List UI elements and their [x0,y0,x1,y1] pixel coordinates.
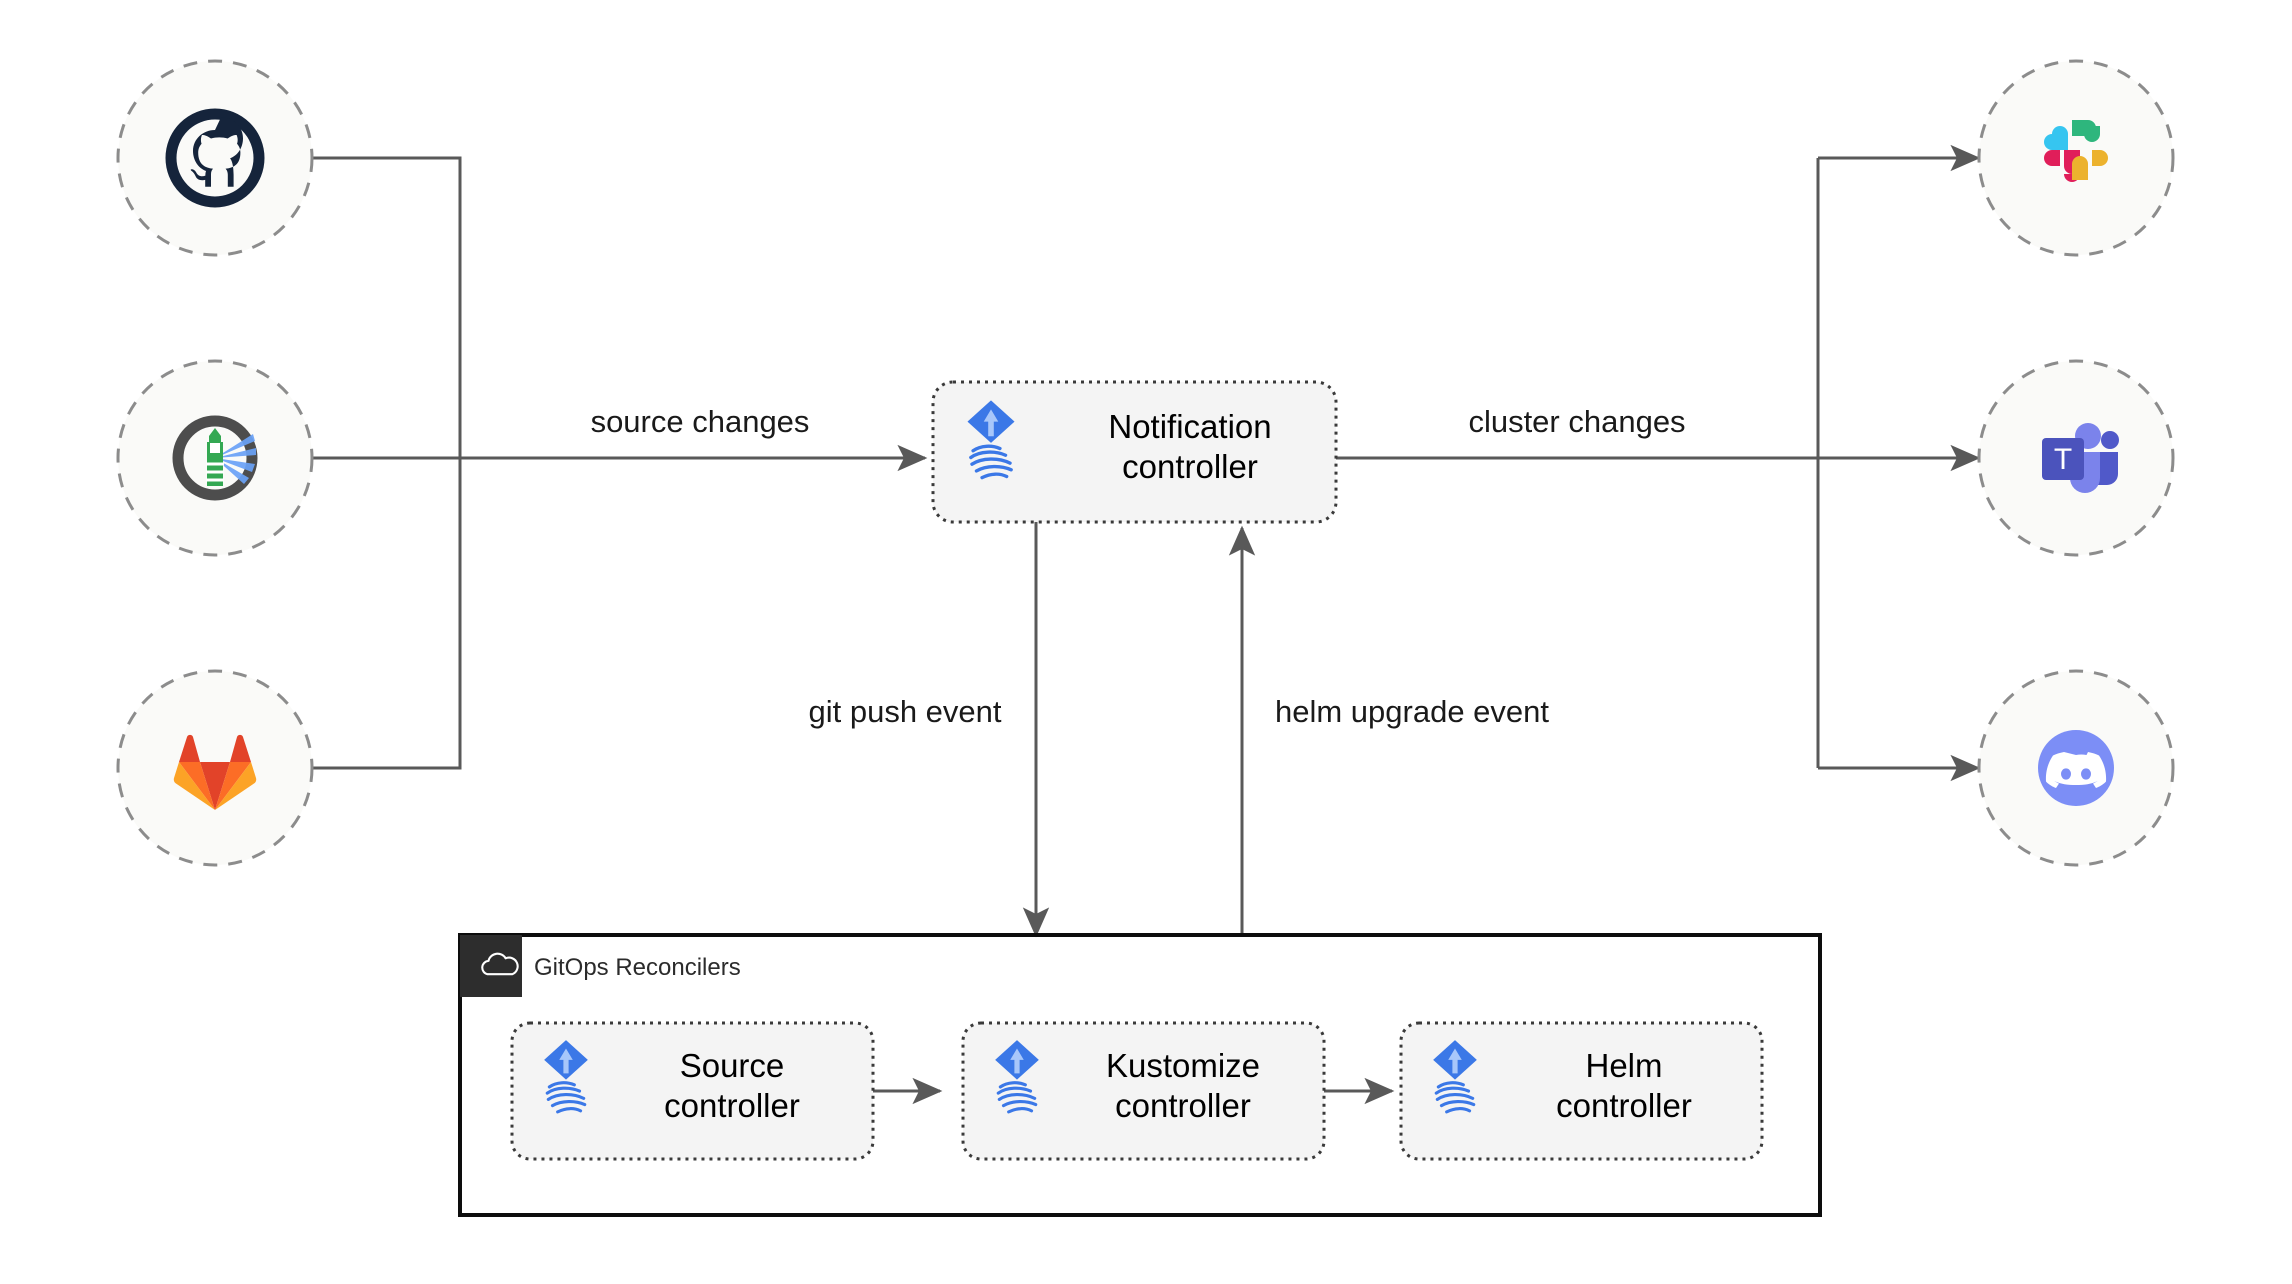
source-node-github[interactable] [116,59,314,257]
edge-label-source-changes: source changes [591,404,810,439]
notification-controller-label-line2: controller [1122,448,1258,485]
destination-node-slack[interactable] [1977,59,2175,257]
kustomize-controller-label-line2: controller [1115,1087,1251,1124]
reconciler-node-kustomize[interactable]: Kustomize controller [961,1021,1326,1161]
source-node-gitlab[interactable] [116,669,314,867]
destination-node-discord[interactable] [1977,669,2175,867]
kustomize-controller-box[interactable] [961,1021,1326,1161]
gitops-group-label: GitOps Reconcilers [534,954,741,981]
source-controller-box[interactable] [510,1021,875,1161]
source-controller-label-line1: Source [680,1047,785,1084]
helm-controller-label-line1: Helm [1585,1047,1662,1084]
source-controller-label-line2: controller [664,1087,800,1124]
edge-label-bg-helm-upgrade-event [1258,690,1568,734]
notification-controller-node[interactable]: Notification controller [931,380,1338,524]
helm-controller-box[interactable] [1399,1021,1764,1161]
gitops-group-tab [460,935,522,997]
edge-label-layer: source changes cluster changes git push … [568,400,1714,734]
reconciler-node-helm[interactable]: Helm controller [1399,1021,1764,1161]
edge-label-helm-upgrade-event: helm upgrade event [1275,694,1549,729]
connector-layer [311,144,1981,1105]
discord-icon [2038,730,2114,806]
edge-label-git-push-event: git push event [808,694,1001,729]
gitops-group-box [458,933,1822,1217]
source-github-circle[interactable] [116,59,314,257]
edge-label-cluster-changes: cluster changes [1468,404,1685,439]
notification-controller-label-line1: Notification [1108,408,1271,445]
edge-label-bg-source-changes [568,400,834,444]
notification-controller-box[interactable] [931,380,1338,524]
edge-label-bg-cluster-changes [1440,400,1714,444]
connector-sources-bus [311,156,462,770]
gitops-reconcilers-group: GitOps Reconcilers Source controller Kus… [458,933,1822,1217]
source-node-flux[interactable] [116,359,314,557]
kustomize-controller-label-line1: Kustomize [1106,1047,1260,1084]
edge-label-bg-git-push-event [786,690,1026,734]
reconciler-node-source[interactable]: Source controller [510,1021,875,1161]
destination-node-teams[interactable] [1977,359,2175,557]
helm-controller-label-line2: controller [1556,1087,1692,1124]
